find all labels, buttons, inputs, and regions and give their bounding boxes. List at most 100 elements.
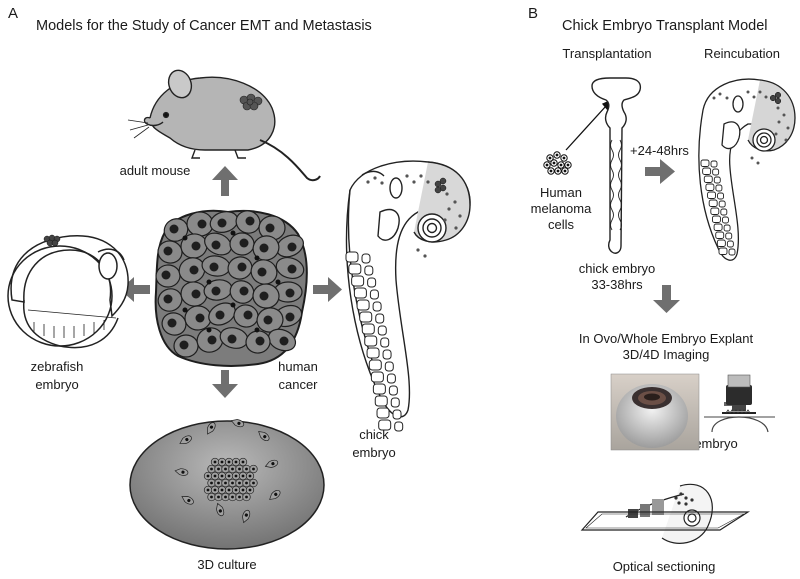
migrating-cell <box>258 431 270 442</box>
in-ovo-egg-photo <box>610 373 700 451</box>
label-zebrafish-1: zebrafish <box>30 359 84 374</box>
cancer-cell-nucleus <box>191 241 201 251</box>
microscope-objective <box>704 374 775 433</box>
somite <box>712 215 721 223</box>
somite <box>377 325 387 336</box>
spheroid-cell-nucleus <box>241 474 245 478</box>
somite <box>710 160 718 168</box>
somite <box>386 373 396 384</box>
culture-spheroid <box>203 457 258 502</box>
migrating-cell <box>174 468 189 476</box>
reincubated-dots <box>712 90 790 165</box>
cancer-cell-nucleus <box>191 289 201 299</box>
somite <box>382 349 392 360</box>
spheroid-cell-nucleus <box>252 481 255 485</box>
somite <box>384 361 394 372</box>
panel-a-letter: A <box>8 5 19 22</box>
spheroid-cell-nucleus <box>238 481 241 485</box>
spheroid-cell-nucleus <box>238 495 241 499</box>
chick-neural-crest-dots-a <box>366 174 462 258</box>
panel-a-title: Models for the Study of Cancer EMT and M… <box>36 18 372 34</box>
label-incubation-time: +24-48hrs <box>630 143 689 158</box>
label-adult-mouse: adult mouse <box>119 163 191 178</box>
spheroid-cell-nucleus <box>241 460 245 464</box>
migrating-cell <box>216 502 225 517</box>
somite <box>722 216 729 224</box>
somite <box>361 253 371 264</box>
label-embryo-small: embryo <box>694 436 738 451</box>
somite <box>700 159 710 167</box>
somite <box>367 277 377 288</box>
label-zebrafish-2: embryo <box>35 377 79 392</box>
somite <box>710 207 720 215</box>
label-chick-embryo-2: embryo <box>352 445 396 460</box>
somite <box>708 199 718 207</box>
somite <box>364 335 378 347</box>
3d-culture-dish <box>129 419 325 550</box>
somite <box>378 419 392 431</box>
somite <box>353 287 367 299</box>
somite <box>388 385 398 396</box>
interstitial-dot <box>230 302 236 308</box>
arrow-down-to-culture <box>212 370 238 398</box>
somite <box>359 311 373 323</box>
somite <box>376 407 390 419</box>
somite <box>394 421 404 432</box>
zebrafish-embryo-illustration <box>7 234 129 349</box>
cancer-cell-nucleus <box>169 224 179 234</box>
interstitial-dot <box>182 307 188 313</box>
spheroid-cell-nucleus <box>238 467 241 471</box>
arrow-right-reincubation <box>645 159 675 184</box>
somite <box>707 191 716 199</box>
somite <box>372 301 382 312</box>
cancer-cell-nucleus <box>243 310 253 320</box>
arrow-down-imaging <box>653 285 680 313</box>
label-human-melanoma-1: Human <box>540 185 582 200</box>
spheroid-cell-nucleus <box>234 460 238 464</box>
somite <box>715 231 725 239</box>
somite <box>726 240 734 248</box>
cancer-cell-nucleus <box>259 243 269 253</box>
spheroid-cell-nucleus <box>231 467 234 471</box>
spheroid-cell-nucleus <box>210 495 213 499</box>
transplant-injection-arrow <box>565 98 614 151</box>
label-chick-embryo-stage-1: chick embryo <box>578 261 656 276</box>
label-human-cancer-1: human <box>278 359 318 374</box>
migrating-cell <box>269 489 281 500</box>
interstitial-dot <box>254 327 260 333</box>
somite <box>372 383 386 395</box>
spheroid-cell-nucleus <box>227 460 231 464</box>
somite <box>351 275 365 287</box>
cancer-cell-nucleus <box>197 219 207 229</box>
somite <box>356 299 370 311</box>
label-human-melanoma-3: cells <box>547 217 575 232</box>
cancer-cell-nucleus <box>239 286 249 296</box>
somite <box>368 359 382 371</box>
spheroid-cell-nucleus <box>206 488 210 492</box>
cancer-cell-nucleus <box>211 286 221 296</box>
reincubated-tumor <box>769 91 782 105</box>
spheroid-cell-nucleus <box>210 481 213 485</box>
chick-embryo-illustration-a <box>345 160 471 432</box>
label-reincubation: Reincubation <box>704 46 780 61</box>
interstitial-dot <box>206 327 212 333</box>
spheroid-cell-nucleus <box>234 488 238 492</box>
cancer-cell-nucleus <box>263 315 273 325</box>
cancer-cell-nucleus <box>209 262 219 272</box>
arrows-panel-b <box>645 159 680 313</box>
migrating-cell <box>207 422 216 435</box>
cancer-cell-nucleus <box>245 216 255 226</box>
somite <box>374 395 388 407</box>
somite <box>364 265 374 276</box>
somite <box>720 208 728 216</box>
interstitial-dot <box>182 235 188 241</box>
cancer-cell-nucleus <box>255 336 265 346</box>
spheroid-cell-nucleus <box>245 481 248 485</box>
spheroid-cell-nucleus <box>231 481 234 485</box>
cancer-cell-nucleus <box>279 336 289 346</box>
cancer-cell-nucleus <box>285 288 295 298</box>
somite <box>718 247 728 255</box>
cancer-cell-nucleus <box>211 240 221 250</box>
interstitial-dot <box>254 255 260 261</box>
migrating-cell <box>181 496 194 505</box>
